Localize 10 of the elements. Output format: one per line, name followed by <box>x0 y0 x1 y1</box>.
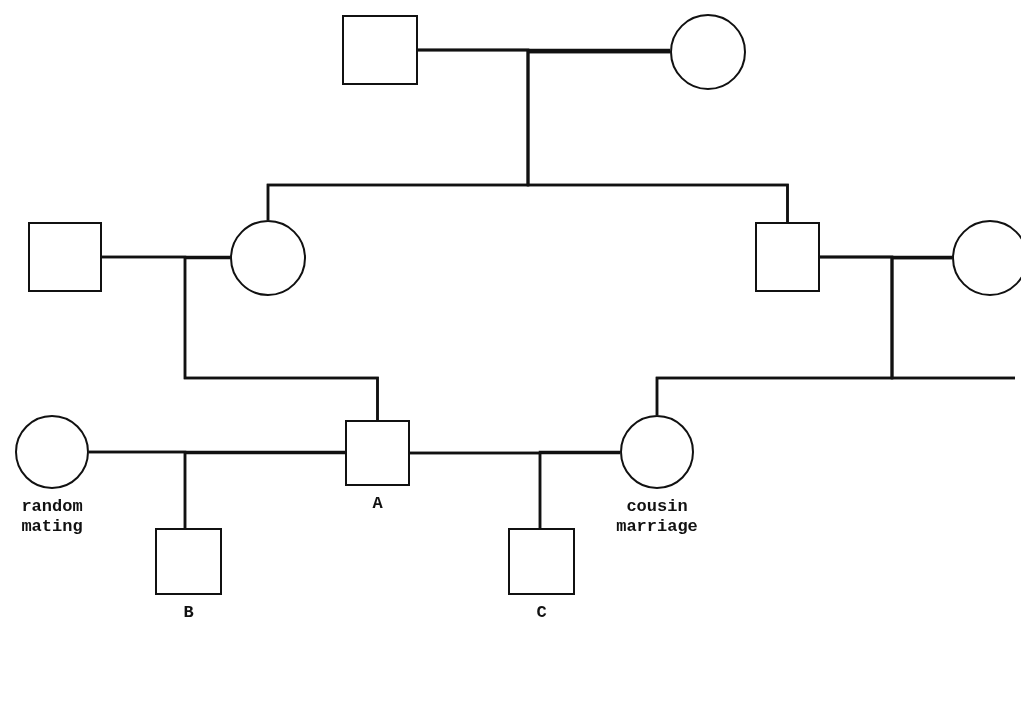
person-label: C <box>535 603 548 624</box>
pedigree-line <box>890 256 1015 380</box>
pedigree-line <box>526 50 789 222</box>
pedigree-line <box>538 450 620 528</box>
person-label: random mating <box>20 497 84 538</box>
pedigree-line <box>183 451 345 528</box>
pedigree-line <box>183 256 379 420</box>
person-label: cousin marriage <box>615 497 699 538</box>
person-label: A <box>371 494 384 515</box>
person-label: B <box>182 603 195 624</box>
